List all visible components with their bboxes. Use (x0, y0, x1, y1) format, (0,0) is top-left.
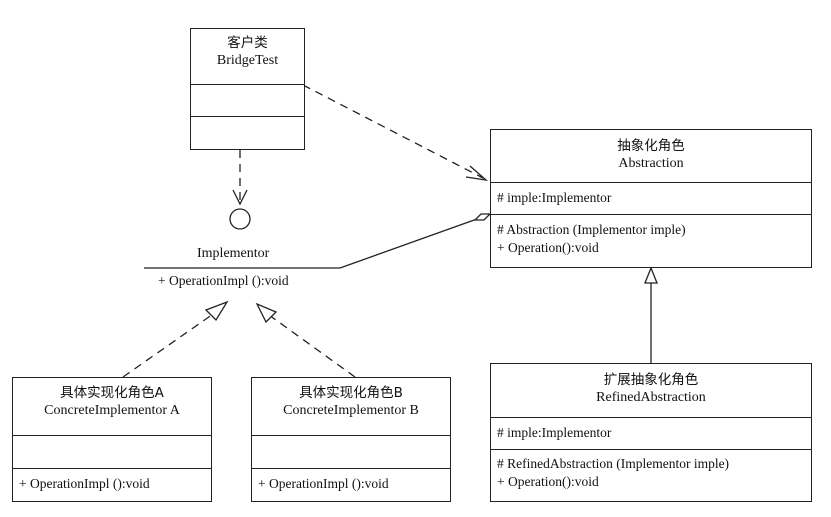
abstraction-method: + Operation():void (497, 240, 599, 255)
concrete-a-method: + OperationImpl ():void (19, 476, 150, 491)
concrete-b-title-en: ConcreteImplementor B (283, 403, 419, 418)
realization-b-line (268, 314, 356, 378)
arrowhead-open (232, 189, 248, 206)
refined-method: + Operation():void (497, 474, 599, 489)
refined-abstraction-header: 扩展抽象化角色 RefinedAbstraction (491, 364, 811, 418)
concrete-implementor-a-box: 具体实现化角色A ConcreteImplementor A + Operati… (12, 377, 212, 502)
abstraction-method: # Abstraction (Implementor imple) (497, 222, 686, 237)
dependency-client-abstraction (302, 84, 484, 179)
abstraction-title-cn: 抽象化角色 (617, 138, 685, 154)
concrete-a-title-en: ConcreteImplementor A (44, 403, 180, 418)
refined-methods: # RefinedAbstraction (Implementor imple)… (491, 450, 811, 491)
concrete-implementor-b-box: 具体实现化角色B ConcreteImplementor B + Operati… (251, 377, 451, 502)
client-title-cn: 客户类 (227, 35, 268, 51)
concrete-b-header: 具体实现化角色B ConcreteImplementor B (252, 378, 450, 436)
refined-title-en: RefinedAbstraction (596, 390, 706, 405)
generalization-arrow-icon (644, 266, 658, 284)
aggregation-line (339, 218, 478, 269)
abstraction-class-box: 抽象化角色 Abstraction # imple:Implementor # … (490, 129, 812, 268)
realization-arrow-icon (255, 302, 278, 324)
client-methods (191, 117, 304, 149)
client-class-header: 客户类 BridgeTest (191, 29, 304, 85)
realization-a-line (122, 311, 217, 378)
refined-attribute: # imple:Implementor (491, 418, 811, 450)
interface-lollipop-icon (229, 208, 251, 230)
refined-method: # RefinedAbstraction (Implementor imple) (497, 456, 730, 471)
client-attributes (191, 85, 304, 117)
abstraction-class-header: 抽象化角色 Abstraction (491, 130, 811, 183)
abstraction-attribute: # imple:Implementor (491, 183, 811, 215)
concrete-b-title-cn: 具体实现化角色B (299, 385, 403, 401)
abstraction-methods: # Abstraction (Implementor imple) + Oper… (491, 215, 811, 257)
refined-abstraction-box: 扩展抽象化角色 RefinedAbstraction # imple:Imple… (490, 363, 812, 502)
refined-title-cn: 扩展抽象化角色 (603, 372, 699, 388)
implementor-interface-operation: + OperationImpl ():void (158, 273, 289, 288)
aggregation-diamond-icon (473, 213, 492, 221)
realization-arrow-icon (204, 300, 229, 322)
concrete-a-attributes (13, 436, 211, 469)
arrowhead-open (465, 165, 489, 181)
concrete-b-attributes (252, 436, 450, 469)
client-title-en: BridgeTest (216, 53, 279, 68)
concrete-a-header: 具体实现化角色A ConcreteImplementor A (13, 378, 211, 436)
implementor-interface-name: Implementor (197, 246, 270, 261)
concrete-b-method: + OperationImpl ():void (258, 476, 389, 491)
concrete-a-title-cn: 具体实现化角色A (60, 385, 164, 401)
client-class-box: 客户类 BridgeTest (190, 28, 305, 150)
abstraction-title-en: Abstraction (618, 156, 684, 171)
